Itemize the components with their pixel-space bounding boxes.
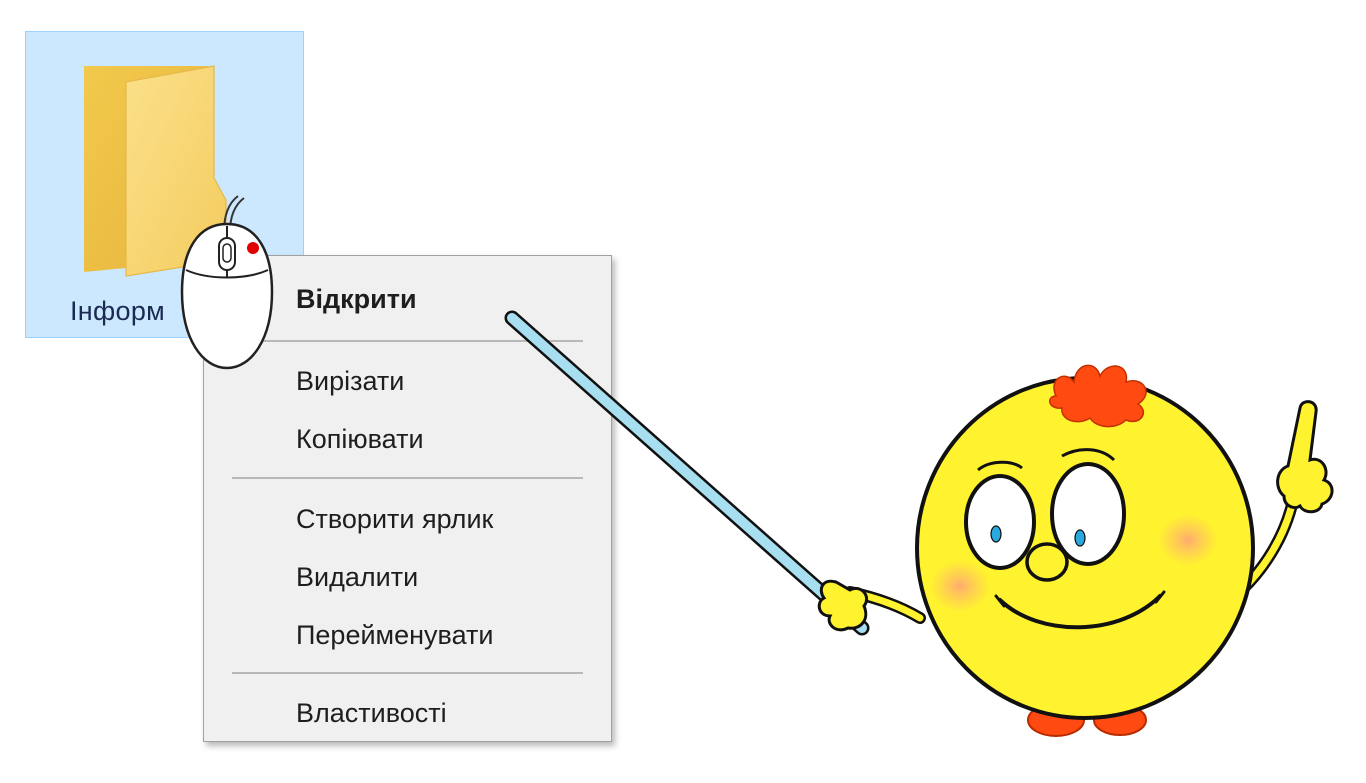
menu-item-rename[interactable]: Перейменувати <box>296 620 494 650</box>
folder-icon <box>84 65 227 277</box>
mouse-right-click-icon <box>180 195 274 370</box>
menu-item-delete[interactable]: Видалити <box>296 562 419 592</box>
smiley-pointer-mascot <box>504 310 1334 737</box>
menu-item-open[interactable]: Відкрити <box>296 284 417 314</box>
folder-label: Інформ <box>70 296 166 326</box>
menu-item-properties[interactable]: Властивості <box>296 698 447 728</box>
menu-separator <box>232 340 583 342</box>
menu-item-cut[interactable]: Вирізати <box>296 366 405 396</box>
menu-separator <box>232 477 583 479</box>
menu-item-copy[interactable]: Копіювати <box>296 424 424 454</box>
menu-separator <box>232 672 583 674</box>
context-menu: Відкрити Вирізати Копіювати Створити ярл… <box>203 255 612 742</box>
menu-item-create-shortcut[interactable]: Створити ярлик <box>296 504 494 534</box>
folder-tile-selected[interactable]: Інформ <box>25 31 304 338</box>
